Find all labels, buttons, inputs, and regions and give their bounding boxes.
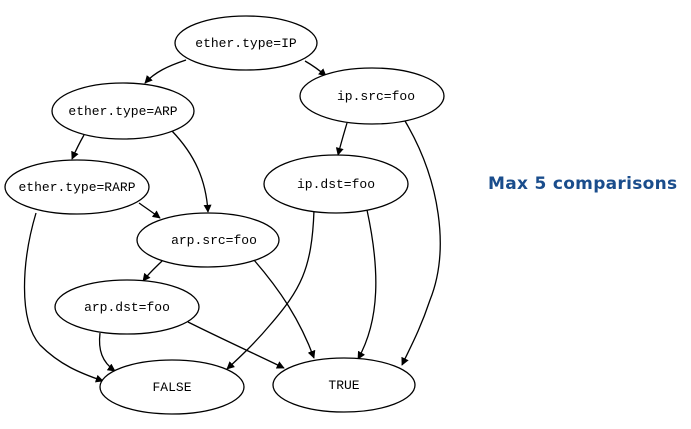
edge-ip-dst-to-false	[226, 209, 315, 370]
edge-ether-rarp-to-false	[23, 212, 104, 383]
node-label: arp.src=foo	[171, 233, 257, 248]
edge-ip-dst-to-true	[357, 209, 377, 360]
edge-ether-arp-to-ether-rarp	[71, 134, 85, 160]
node-label: TRUE	[328, 378, 359, 393]
node-ellipse	[51, 82, 195, 140]
edge-ip-src-to-true	[401, 120, 441, 366]
node-false: FALSE	[99, 359, 245, 415]
node-ip-dst: ip.dst=foo	[263, 154, 409, 214]
node-ellipse	[136, 212, 280, 268]
node-arp-src: arp.src=foo	[136, 212, 280, 268]
node-ether-type-rarp: ether.type=RARP	[4, 159, 150, 215]
edge-ip-src-to-ip-dst	[335, 122, 348, 156]
node-label: ip.dst=foo	[297, 177, 375, 192]
node-ellipse	[299, 67, 445, 125]
node-label: FALSE	[152, 380, 191, 395]
node-ellipse	[99, 359, 245, 415]
node-ether-type-arp: ether.type=ARP	[51, 82, 195, 140]
node-label: ether.type=ARP	[68, 104, 177, 119]
edge-arp-src-to-true	[253, 259, 316, 359]
edges	[23, 59, 441, 383]
node-ellipse	[263, 154, 409, 214]
edge-ether-rarp-to-arp-src	[138, 202, 161, 219]
edge-arp-src-to-arp-dst	[142, 260, 163, 282]
edge-ether-ip-to-ip-src	[304, 60, 327, 77]
edge-arp-dst-to-true	[187, 321, 285, 369]
node-label: arp.dst=foo	[84, 300, 170, 315]
node-arp-dst: arp.dst=foo	[54, 279, 200, 335]
node-true: TRUE	[272, 357, 416, 413]
node-ellipse	[272, 357, 416, 413]
node-ellipse	[4, 159, 150, 215]
edge-arp-dst-to-false	[98, 332, 116, 372]
node-label: ether.type=RARP	[18, 180, 135, 195]
node-ellipse	[174, 15, 318, 71]
node-label: ip.src=foo	[337, 89, 415, 104]
max-comparisons-annotation: Max 5 comparisons	[488, 174, 678, 194]
edge-ether-arp-to-arp-src	[171, 130, 212, 213]
edge-ether-ip-to-ether-arp	[144, 59, 187, 84]
node-label: ether.type=IP	[195, 36, 297, 51]
node-ether-type-ip: ether.type=IP	[174, 15, 318, 71]
node-ip-src: ip.src=foo	[299, 67, 445, 125]
node-ellipse	[54, 279, 200, 335]
